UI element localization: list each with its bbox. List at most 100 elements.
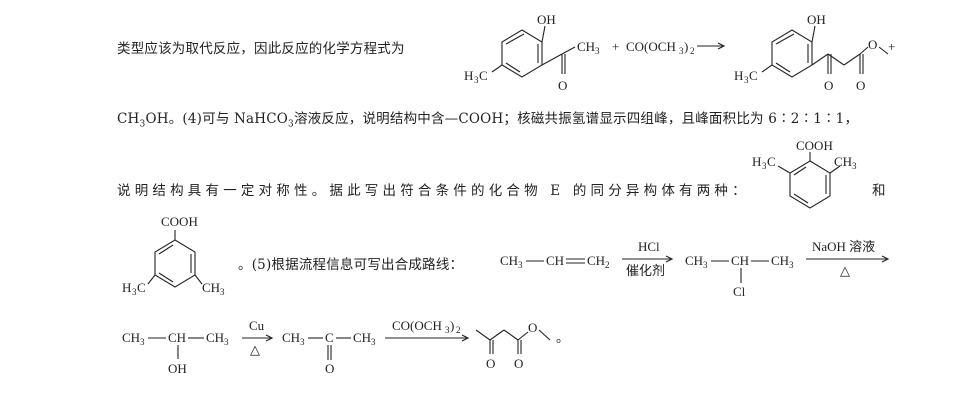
line4-sentence: 。(5)根据流程信息可写出合成路线： xyxy=(238,257,464,273)
cu-arrow: Cu △ xyxy=(242,318,274,357)
isomer1-h3c-sub: 3 xyxy=(762,161,767,171)
hcl-arrow: HCl 催化剂 xyxy=(622,239,674,278)
reactant-ch3: CH xyxy=(577,39,595,54)
oh-bond xyxy=(811,25,816,43)
ketoester-ketone-o: O xyxy=(486,356,495,371)
product-ester-ether-o: O xyxy=(868,37,877,52)
reactant-carbonyl-o: O xyxy=(558,78,567,93)
isopropanol-ch3-b-sub: 3 xyxy=(224,337,229,347)
co-arrow-close: ) xyxy=(450,318,454,333)
heat-symbol: △ xyxy=(840,263,850,278)
reactant-ring xyxy=(501,29,543,78)
arrowhead xyxy=(461,334,470,342)
methyl-bond xyxy=(777,165,791,174)
reactant-h3c-h: H xyxy=(464,68,473,83)
chain-bond xyxy=(843,53,861,66)
chain-bond xyxy=(503,329,519,341)
heat-symbol-2: △ xyxy=(250,342,260,357)
ketoester: O O O xyxy=(475,320,551,371)
methoxy-bond xyxy=(538,329,551,341)
acetone-ch3: CH xyxy=(282,330,300,345)
ring-double-bond xyxy=(775,62,791,73)
product-ester-o: O xyxy=(856,78,865,93)
plus-sign: + xyxy=(612,39,619,54)
co-reagent: CO(OCH xyxy=(626,39,676,54)
ring-double-bond xyxy=(775,33,795,45)
chloropropane-ch3: CH xyxy=(685,253,703,268)
chloropropane-ch: CH xyxy=(731,253,749,268)
ring-double-bond xyxy=(158,244,174,255)
arrowhead xyxy=(665,255,674,263)
chloropropane: CH 3 CH CH 3 Cl xyxy=(685,253,794,299)
product-ketone-o: O xyxy=(824,78,833,93)
co-arrow-reagent: CO(OCH xyxy=(392,318,442,333)
reactant-ch3-sub: 3 xyxy=(595,46,600,56)
isomer1-h3c-h: H xyxy=(752,154,761,169)
ring-double-bond xyxy=(505,62,521,73)
propene: CH 3 CH CH 2 xyxy=(500,253,610,270)
naoh-arrow: NaOH 溶液 △ xyxy=(806,239,890,278)
chloropropane-ch3-b: CH xyxy=(771,253,789,268)
methyl-bond xyxy=(147,274,156,285)
acetone-c: C xyxy=(325,330,334,345)
isomer-2-molecule: COOH H 3 C CH 3 xyxy=(122,214,225,297)
plus-sign-2: + xyxy=(888,39,895,54)
line1-sentence: 类型应该为取代反应，因此反应的化学方程式为 xyxy=(117,41,405,57)
h3c-bond xyxy=(761,64,773,73)
propene-ch3: CH xyxy=(500,253,518,268)
propene-ch2-sub: 2 xyxy=(605,260,610,270)
ester-o-bond xyxy=(859,46,869,55)
isopropanol-ch3-sub: 3 xyxy=(140,337,145,347)
ch3oh-sub: 3 xyxy=(139,119,146,130)
acetone-ch3-b-sub: 3 xyxy=(371,337,376,347)
isomer2-ring xyxy=(154,239,196,288)
nahco3-sub: 3 xyxy=(288,119,294,130)
isomer2-h3c-c: C xyxy=(137,280,146,295)
isopropanol-ch3-b: CH xyxy=(206,330,224,345)
isopropanol: CH 3 CH CH 3 OH xyxy=(122,330,229,376)
line2-part-b: 溶液反应，说明结构中含—COOH；核磁共振氢谱显示四组峰，且峰面积比为 6∶2∶… xyxy=(293,111,859,127)
acetone-o: O xyxy=(325,361,334,376)
methyl-bond xyxy=(829,165,841,174)
co-reagent-sub3: 3 xyxy=(679,46,684,56)
ring-double-bond xyxy=(793,166,807,176)
ketoester-ether-o: O xyxy=(528,320,537,335)
ring-double-bond xyxy=(505,33,525,45)
final-period: 。 xyxy=(556,330,569,345)
cu-reagent: Cu xyxy=(249,318,265,333)
isomer2-h3c-h: H xyxy=(122,280,131,295)
chloropropane-cl: Cl xyxy=(733,284,746,299)
line3-sentence: 说明结构具有一定对称性。据此写出符合条件的化合物 E 的同分异构体有两种： xyxy=(117,183,750,199)
reactant-h3c-c: C xyxy=(479,68,488,83)
line4-text: 。(5)根据流程信息可写出合成路线： xyxy=(238,253,463,273)
carbonyl-carbon-bond xyxy=(541,53,563,66)
naoh-reagent: NaOH 溶液 xyxy=(812,239,875,254)
chain-bond xyxy=(827,53,845,66)
methyl-bond xyxy=(194,274,203,285)
product-molecule: OH O O O H 3 C xyxy=(734,12,889,93)
line3-text: 说明结构具有一定对称性。据此写出符合条件的化合物 E 的同分异构体有两种： xyxy=(117,179,750,199)
ring-double-bond xyxy=(158,272,174,283)
methyl-bond xyxy=(561,46,576,55)
chloropropane-ch3-sub: 3 xyxy=(703,260,708,270)
chloropropane-ch3-b-sub: 3 xyxy=(789,260,794,270)
h3c-bond xyxy=(491,64,503,73)
isopropanol-ch: CH xyxy=(168,330,186,345)
arrowhead xyxy=(881,255,890,263)
ester-o-bond xyxy=(517,331,529,341)
isomer-1-molecule: COOH H 3 C CH 3 xyxy=(752,138,857,209)
chain-bond xyxy=(811,53,829,66)
ch3oh-ch: CH xyxy=(117,111,140,127)
propene-ch3-sub: 3 xyxy=(518,260,523,270)
ketoester-ester-o: O xyxy=(514,356,523,371)
oh-bond xyxy=(541,25,546,43)
product-h3c-c: C xyxy=(749,68,758,83)
methoxy-bond xyxy=(878,46,889,55)
reactant-molecule: OH O CH 3 H 3 C xyxy=(464,12,600,93)
co-reagent-close: ) xyxy=(684,39,688,54)
and-word: 和 xyxy=(872,179,886,199)
reaction-arrowhead xyxy=(717,42,726,50)
isomer1-h3c-c: C xyxy=(767,154,776,169)
isomer2-ch3-sub: 3 xyxy=(220,287,225,297)
